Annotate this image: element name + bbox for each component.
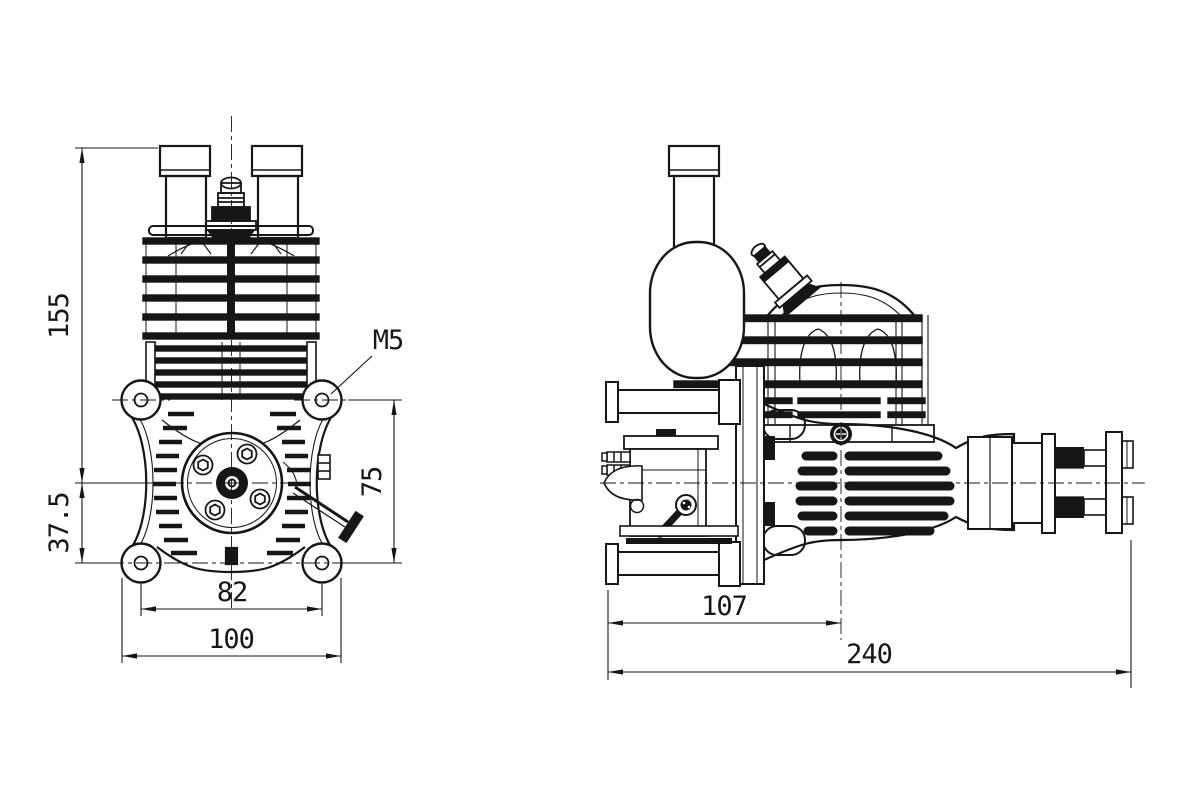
muffler-outlet-stub-left [158,144,212,240]
dim-label-m5: M5 [373,325,404,356]
transfer-port-arch-right [859,328,897,385]
dimension-37-5: 37.5 [44,483,116,564]
idle-screw [629,498,645,514]
muffler-canister [648,240,746,380]
dim-label-75: 75 [357,467,388,498]
dimension-107: 107 [607,590,841,680]
muffler-body-front [145,341,317,403]
dimension-240: 240 [608,540,1132,688]
muffler-outlet-stub-right [250,144,304,240]
muffler [648,144,746,380]
head-top-plate [148,225,314,236]
dimension-100: 100 [121,578,342,663]
spark-plug-front [205,176,257,241]
front-view [108,116,364,608]
front-view-centerlines [108,116,360,608]
dim-label-107: 107 [701,591,747,622]
vent-nipple [317,454,331,480]
transfer-port-arch-left [799,328,837,385]
dim-label-82: 82 [217,577,248,608]
dim-label-37-5: 37.5 [44,492,75,553]
cylinder-fins-front [142,237,320,340]
crankcase-radial-fins-right [267,411,311,556]
carburetor [601,429,739,544]
muffler-standoff-bolt-upper [605,379,741,425]
side-view-centerlines [600,282,1145,640]
dim-label-100: 100 [208,624,254,655]
dimension-75: 75 [348,399,402,564]
side-view [600,144,1145,640]
dimension-m5-callout: M5 [330,325,404,395]
muffler-standoff-bolt-lower [605,541,741,587]
dimension-82: 82 [140,577,323,616]
crankcase-radial-fins-left [153,411,197,556]
crankcase-fin-slots [795,451,955,536]
cylinder-fins-side [673,314,929,424]
prop-hub-assembly [967,431,1134,534]
crankcase-side [762,402,1016,562]
dimension-155: 155 [44,147,160,484]
dim-label-155: 155 [44,293,75,339]
spark-plug-side [750,242,821,318]
dim-label-240: 240 [846,639,892,670]
carb-spacer [619,525,739,537]
throttle-rod-front [282,461,364,544]
cover-bolts [192,443,271,521]
carb-gasket [626,538,732,544]
